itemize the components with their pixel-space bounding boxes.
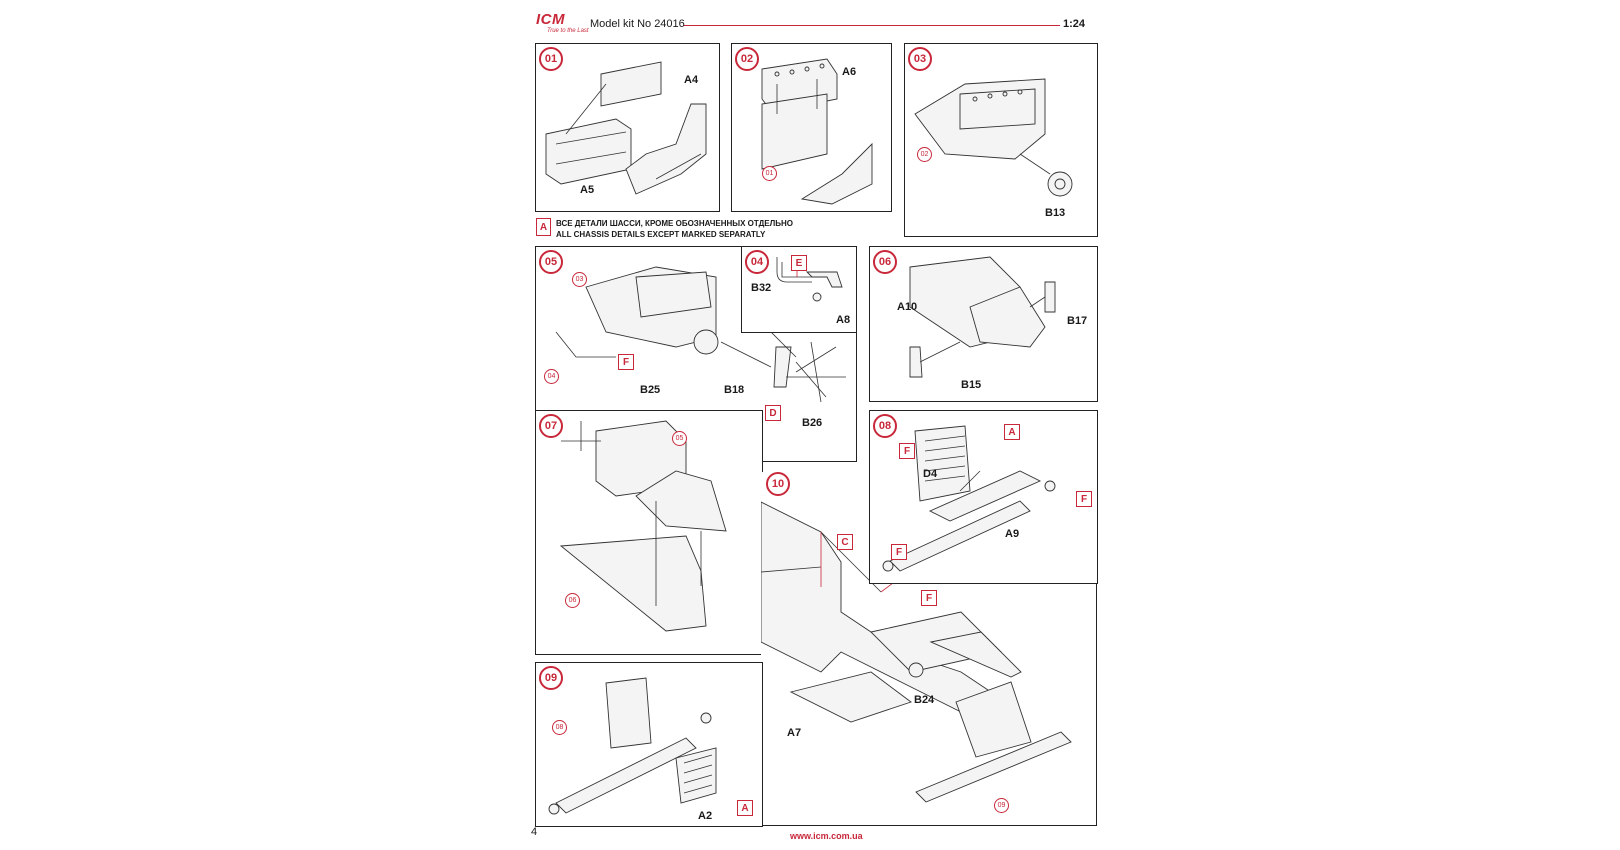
ref-step-03: 03 bbox=[572, 272, 587, 287]
step-05-drawing bbox=[555, 266, 846, 403]
step-number: 10 bbox=[766, 472, 790, 496]
part-label-a10: A10 bbox=[897, 301, 918, 313]
part-label-a2: A2 bbox=[698, 810, 713, 822]
step-03-panel: 03 02 B13 bbox=[904, 43, 1098, 237]
note-letter-box: A bbox=[536, 218, 551, 236]
step-02-drawing bbox=[761, 58, 873, 205]
step-03-drawing bbox=[914, 78, 1073, 197]
step-number: 02 bbox=[735, 47, 759, 71]
part-label-a5: A5 bbox=[580, 184, 595, 196]
part-e-box: E bbox=[791, 255, 807, 271]
step-number: 04 bbox=[745, 250, 769, 274]
scale-label: 1:24 bbox=[1063, 18, 1086, 30]
step-04-drawing bbox=[776, 257, 843, 302]
step-number: 07 bbox=[539, 414, 563, 438]
step-06-panel: 06 A10 B17 B15 bbox=[869, 246, 1098, 402]
step-08-panel: 08 F A D4 F A9 F bbox=[869, 410, 1098, 584]
step-number: 05 bbox=[539, 250, 563, 274]
step-09-drawing bbox=[548, 677, 717, 815]
footer-url-link[interactable]: www.icm.com.ua bbox=[790, 831, 863, 841]
ref-step-04: 04 bbox=[544, 369, 559, 384]
step-number: 06 bbox=[873, 250, 897, 274]
part-d-box: D bbox=[765, 405, 781, 421]
ref-step-06: 06 bbox=[565, 593, 580, 608]
part-f-box: F bbox=[618, 354, 634, 370]
step-07-panel: 07 05 06 bbox=[535, 410, 763, 655]
header-rule bbox=[684, 25, 1060, 26]
step-number: 03 bbox=[908, 47, 932, 71]
part-label-d4: D4 bbox=[923, 468, 938, 480]
step-number: 01 bbox=[539, 47, 563, 71]
ref-step-09: 09 bbox=[994, 798, 1009, 813]
kit-number-label: Model kit No 24016 bbox=[590, 18, 685, 30]
part-f-box-top: F bbox=[899, 443, 915, 459]
step-08-drawing bbox=[882, 425, 1056, 572]
part-label-a8: A8 bbox=[836, 314, 851, 326]
part-label-b15: B15 bbox=[961, 379, 982, 391]
part-label-b24: B24 bbox=[914, 694, 935, 706]
step-number: 08 bbox=[873, 414, 897, 438]
part-label-a9: A9 bbox=[1005, 528, 1020, 540]
part-a-box: A bbox=[1004, 424, 1020, 440]
icm-logo: ICM bbox=[536, 11, 565, 28]
step-06-drawing bbox=[909, 256, 1056, 378]
step-07-drawing bbox=[559, 420, 727, 632]
part-a-box: A bbox=[737, 800, 753, 816]
step-01-drawing bbox=[545, 61, 707, 195]
part-f-box: F bbox=[921, 590, 937, 606]
page-number: 4 bbox=[531, 826, 538, 838]
part-label-a7: A7 bbox=[787, 727, 802, 739]
part-label-b17: B17 bbox=[1067, 315, 1088, 327]
part-f-box-left: F bbox=[891, 544, 907, 560]
part-label-b18: B18 bbox=[724, 384, 745, 396]
part-label-b26: B26 bbox=[802, 417, 823, 429]
part-f-box-right: F bbox=[1076, 491, 1092, 507]
part-c-box: C bbox=[837, 534, 853, 550]
step-09-panel: 09 08 A A2 bbox=[535, 662, 763, 827]
ref-step-05: 05 bbox=[672, 431, 687, 446]
ref-step-02: 02 bbox=[917, 147, 932, 162]
step-01-panel: 01 A4 A5 bbox=[535, 43, 720, 212]
note-text-ru: ВСЕ ДЕТАЛИ ШАССИ, КРОМЕ ОБОЗНАЧЕННЫХ ОТД… bbox=[556, 219, 793, 228]
note-text-en: ALL CHASSIS DETAILS EXCEPT MARKED SEPARA… bbox=[556, 230, 766, 239]
part-label-b32: B32 bbox=[751, 282, 772, 294]
step-02-panel: 02 A6 01 bbox=[731, 43, 892, 212]
logo-tagline: True to the Last bbox=[547, 28, 589, 34]
ref-step-08: 08 bbox=[552, 720, 567, 735]
part-label-b25: B25 bbox=[640, 384, 661, 396]
step-04-panel: 04 E B32 A8 bbox=[741, 246, 857, 333]
ref-step-01: 01 bbox=[762, 166, 777, 181]
part-label-a4: A4 bbox=[684, 74, 699, 86]
part-label-a6: A6 bbox=[842, 66, 857, 78]
part-label-b13: B13 bbox=[1045, 207, 1066, 219]
step-number: 09 bbox=[539, 666, 563, 690]
